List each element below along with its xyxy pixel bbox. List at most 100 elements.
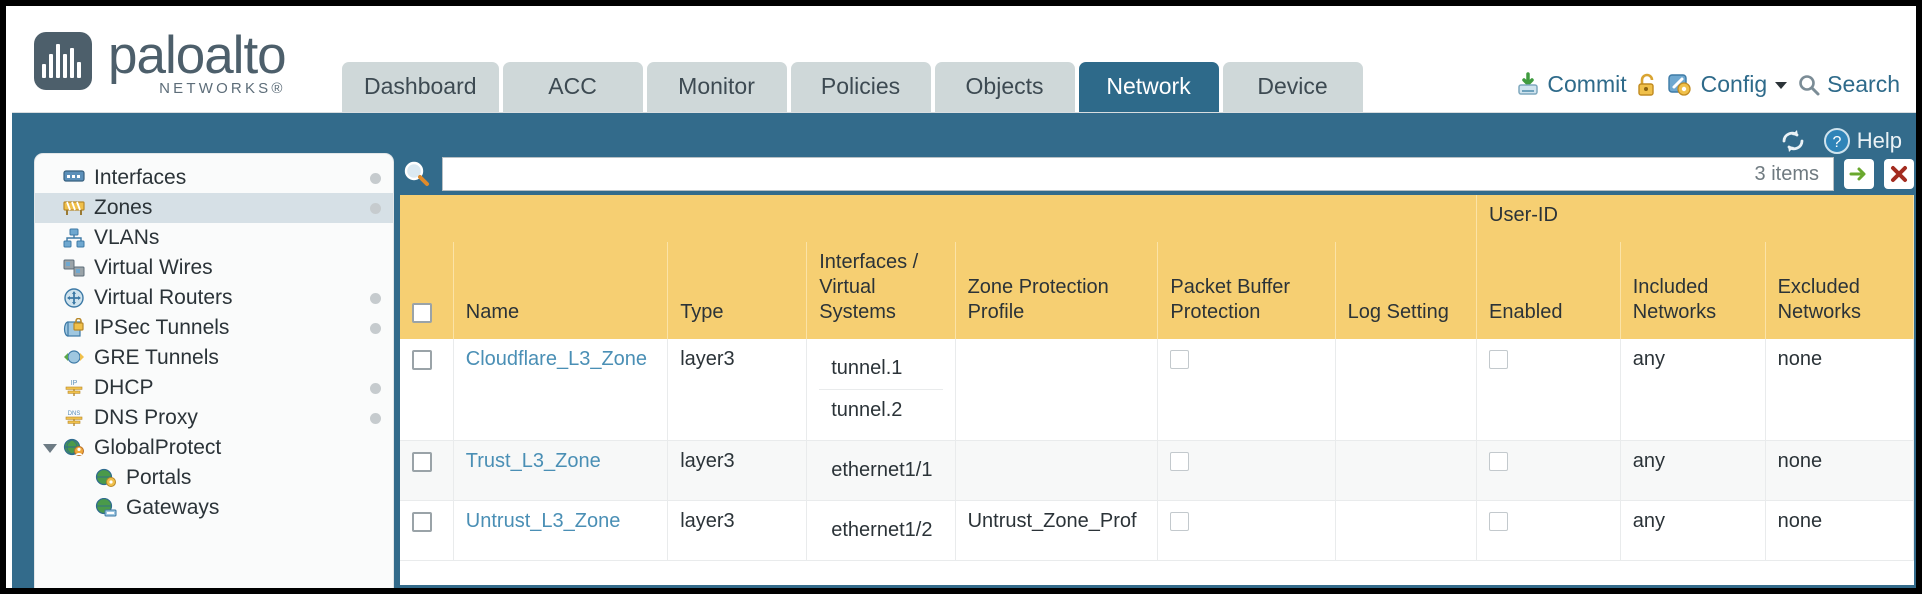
interface-item: tunnel.2 [831, 399, 903, 421]
table-header-row: Name Type Interfaces / Virtual Systems Z… [400, 242, 1914, 339]
sidebar-item-vlans[interactable]: VLANs [35, 223, 393, 253]
tab-device[interactable]: Device [1222, 62, 1363, 112]
config-menu-button[interactable]: Config [1667, 71, 1789, 98]
row-select-checkbox[interactable] [412, 451, 432, 472]
cell-userid-enabled [1476, 339, 1621, 441]
sidebar-item-label: Interfaces [94, 166, 187, 189]
column-header-name[interactable]: Name [453, 242, 669, 339]
packet-buffer-protection-checkbox[interactable] [1170, 350, 1190, 370]
table-row[interactable]: Trust_L3_Zone layer3 ethernet1/1 [400, 440, 1914, 501]
column-header-log-setting[interactable]: Log Setting [1335, 242, 1478, 339]
select-all-checkbox[interactable] [412, 302, 432, 323]
zones-icon [63, 198, 85, 218]
userid-enabled-checkbox[interactable] [1489, 350, 1509, 370]
column-header-included-networks[interactable]: Included Networks [1620, 242, 1766, 339]
sidebar-item-zones[interactable]: Zones [35, 193, 393, 223]
interface-item: ethernet1/2 [831, 519, 933, 541]
tab-network[interactable]: Network [1078, 62, 1219, 112]
search-icon [1797, 73, 1821, 97]
row-select-checkbox[interactable] [412, 349, 432, 370]
svg-text:?: ? [1832, 134, 1841, 151]
zones-content-panel: 3 items [400, 153, 1914, 588]
tab-monitor[interactable]: Monitor [646, 62, 787, 112]
apply-filter-button[interactable] [1844, 159, 1874, 189]
interface-list: tunnel.1 tunnel.2 [819, 348, 943, 431]
sidebar-item-ipsec-tunnels[interactable]: IPSec Tunnels [35, 313, 393, 343]
packet-buffer-protection-checkbox[interactable] [1170, 452, 1190, 472]
zones-table-body: Cloudflare_L3_Zone layer3 tunnel.1 tunne… [400, 339, 1914, 561]
commit-button[interactable]: Commit [1515, 71, 1627, 98]
logo-networks-text: NETWORKS [159, 80, 272, 97]
interface-item: tunnel.1 [819, 348, 943, 390]
commit-label: Commit [1547, 71, 1627, 97]
search-button[interactable]: Search [1797, 71, 1900, 98]
zones-table: User-ID Name Type Interfaces / Virtual S… [400, 195, 1914, 561]
tab-dashboard[interactable]: Dashboard [342, 62, 499, 112]
tab-objects[interactable]: Objects [934, 62, 1075, 112]
zone-name-link[interactable]: Untrust_L3_Zone [465, 510, 621, 532]
column-header-excluded-networks[interactable]: Excluded Networks [1765, 242, 1914, 339]
cell-type: layer3 [667, 500, 808, 561]
content-background: ? Help Interfaces [12, 113, 1916, 588]
sidebar-item-label: Portals [126, 466, 192, 489]
ipsec-tunnels-icon [63, 317, 85, 338]
logo-registered-mark: ® [271, 80, 286, 97]
filter-bar: 3 items [400, 153, 1914, 195]
items-count-label: 3 items [1754, 162, 1819, 185]
userid-enabled-checkbox[interactable] [1489, 512, 1509, 532]
logo-subtext: NETWORKS® [108, 80, 286, 97]
refresh-icon [1779, 128, 1807, 154]
sidebar-item-label: VLANs [94, 226, 160, 249]
tab-acc[interactable]: ACC [502, 62, 643, 112]
zone-name-link[interactable]: Trust_L3_Zone [465, 450, 601, 472]
column-header-userid-enabled[interactable]: Enabled [1476, 242, 1621, 339]
padlock-icon [1635, 72, 1659, 98]
cell-excluded-networks: none [1765, 339, 1914, 441]
row-select-cell [400, 440, 454, 501]
cell-name: Untrust_L3_Zone [453, 500, 669, 561]
column-header-zone-protection-profile[interactable]: Zone Protection Profile [955, 242, 1159, 339]
sidebar-item-label: GlobalProtect [94, 436, 222, 459]
column-header-packet-buffer-protection[interactable]: Packet Buffer Protection [1157, 242, 1336, 339]
sidebar-item-gre-tunnels[interactable]: GRE Tunnels [35, 343, 393, 373]
row-select-cell [400, 339, 454, 441]
group-header-spacer [400, 195, 1478, 242]
expand-collapse-triangle-icon[interactable] [43, 443, 57, 453]
sidebar-status-dot [370, 172, 381, 184]
tab-policies[interactable]: Policies [790, 62, 931, 112]
clear-filter-button[interactable] [1884, 159, 1914, 189]
sidebar-item-dhcp[interactable]: IP DHCP [35, 373, 393, 403]
sidebar-item-label: GRE Tunnels [94, 346, 219, 369]
lock-button[interactable] [1635, 72, 1659, 98]
network-sidebar: Interfaces Zones VLANs [34, 153, 394, 588]
sidebar-item-dns-proxy[interactable]: DNS DNS Proxy [35, 403, 393, 433]
sidebar-item-label: IPSec Tunnels [94, 316, 230, 339]
sidebar-item-virtual-wires[interactable]: Virtual Wires [35, 253, 393, 283]
sidebar-item-interfaces[interactable]: Interfaces [35, 163, 393, 193]
interface-item: ethernet1/1 [831, 459, 933, 481]
row-select-checkbox[interactable] [412, 511, 432, 532]
zone-name-link[interactable]: Cloudflare_L3_Zone [465, 348, 648, 370]
table-row[interactable]: Cloudflare_L3_Zone layer3 tunnel.1 tunne… [400, 339, 1914, 441]
column-header-type[interactable]: Type [667, 242, 808, 339]
sidebar-item-portals[interactable]: Portals [35, 463, 393, 493]
column-header-interfaces[interactable]: Interfaces / Virtual Systems [806, 242, 956, 339]
filter-search-icon[interactable] [402, 159, 432, 189]
cell-name: Trust_L3_Zone [453, 440, 669, 501]
userid-enabled-checkbox[interactable] [1489, 452, 1509, 472]
packet-buffer-protection-checkbox[interactable] [1170, 512, 1190, 532]
paloalto-logo-mark-icon [34, 32, 92, 90]
help-label: Help [1856, 128, 1902, 153]
filter-search-input[interactable]: 3 items [442, 157, 1834, 191]
sidebar-item-virtual-routers[interactable]: Virtual Routers [35, 283, 393, 313]
logo-wordmark: paloalto [108, 26, 287, 85]
sidebar-status-dot [370, 412, 381, 424]
sidebar-item-gateways[interactable]: Gateways [35, 493, 393, 523]
cell-type: layer3 [667, 339, 808, 441]
cell-name: Cloudflare_L3_Zone [453, 339, 669, 441]
help-button[interactable]: ? Help [1823, 127, 1902, 155]
cell-excluded-networks: none [1765, 500, 1914, 561]
table-row[interactable]: Untrust_L3_Zone layer3 ethernet1/2 Untru… [400, 500, 1914, 561]
sidebar-item-globalprotect[interactable]: GlobalProtect [35, 433, 393, 463]
refresh-button[interactable] [1779, 128, 1807, 154]
